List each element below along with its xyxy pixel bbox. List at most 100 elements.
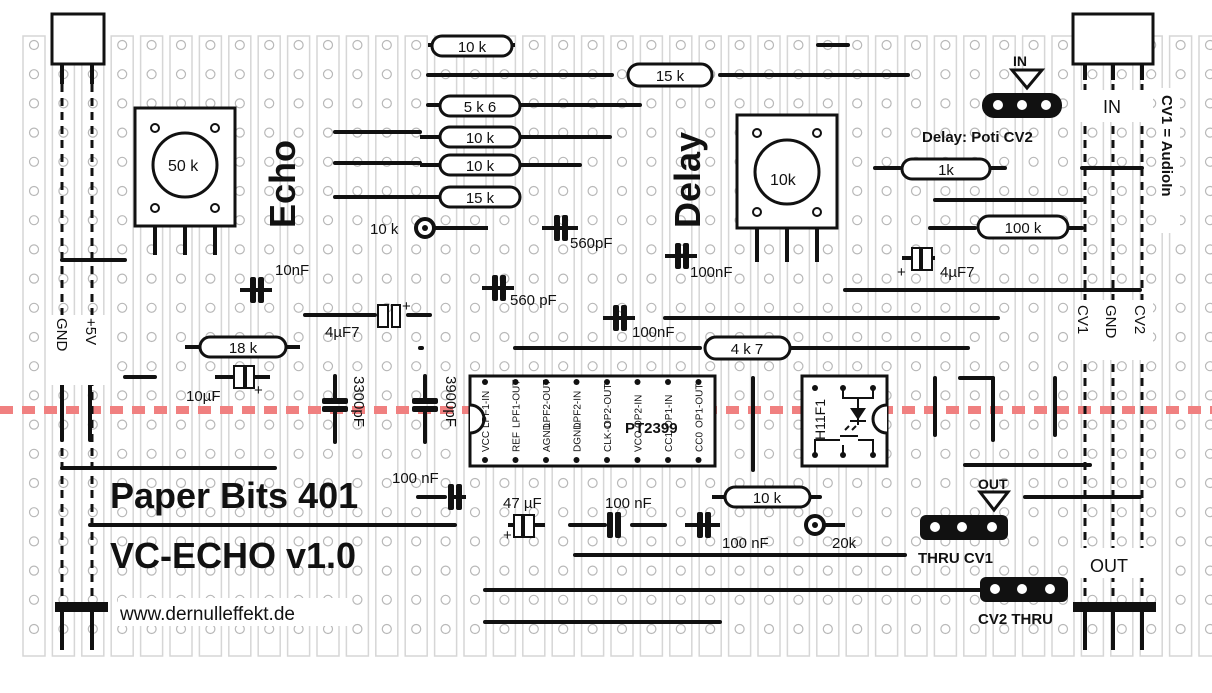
strip-hole (1116, 623, 1127, 635)
ic-pin-label: LPF2-OUT (542, 380, 553, 428)
cap-value: 47 µF (503, 495, 542, 512)
strip-hole (469, 594, 481, 605)
strip-hole (999, 361, 1010, 372)
ic-pin-label: LPF1-IN (481, 391, 492, 428)
strip-hole (1146, 477, 1157, 489)
strip-hole (440, 536, 451, 547)
copper-strip (345, 35, 370, 657)
electrolytic-capacitor: +4µF7 (897, 247, 975, 281)
strip-hole (734, 302, 745, 313)
capacitor: 100 nF (392, 470, 466, 510)
strip-hole (822, 302, 833, 313)
strip-hole (499, 594, 510, 605)
strip-hole (852, 156, 863, 167)
strip-hole (264, 507, 275, 518)
strip-hole (646, 39, 657, 51)
strip-hole (1204, 507, 1212, 518)
copper-strip (1021, 35, 1046, 657)
strip-hole (28, 565, 40, 576)
strip-hole (969, 39, 980, 51)
strip-hole (616, 361, 628, 372)
resistor-value: 10 k (466, 158, 495, 175)
strip-hole (763, 361, 775, 372)
strip-hole (705, 185, 716, 197)
strip-hole (646, 361, 657, 372)
strip-hole (469, 244, 481, 255)
strip-hole (205, 39, 216, 51)
strip-hole (322, 448, 334, 459)
strip-hole (1175, 477, 1186, 489)
strip-hole (293, 477, 304, 489)
strip-hole (822, 98, 833, 109)
strip-hole (822, 477, 833, 489)
strip-hole (558, 185, 569, 197)
capacitor: 100 nF (605, 495, 652, 538)
strip-hole (763, 98, 775, 109)
strip-hole (1028, 331, 1039, 343)
strip-hole (763, 507, 775, 518)
strip-hole (146, 273, 157, 284)
strip-hole (705, 565, 716, 576)
pot-echo-value: 50 k (168, 158, 199, 175)
strip-hole (587, 302, 598, 313)
cap-value: 4µF7 (325, 324, 360, 341)
strip-hole (1087, 390, 1098, 401)
strip-hole (940, 565, 951, 576)
strip-hole (381, 331, 392, 343)
strip-hole (175, 419, 187, 430)
strip-hole (969, 185, 980, 197)
strip-hole (28, 507, 40, 518)
strip-hole (469, 507, 481, 518)
strip-hole (1175, 39, 1186, 51)
strip-hole (558, 623, 569, 635)
strip-hole (440, 331, 451, 343)
cap-value: 3300pF (350, 376, 367, 427)
strip-hole (969, 127, 980, 138)
strip-hole (117, 477, 128, 489)
strip-hole (910, 215, 922, 226)
strip-hole (734, 273, 745, 284)
strip-hole (28, 536, 40, 547)
opto-fet-leads (814, 439, 874, 455)
strip-hole (616, 623, 628, 635)
strip-hole (293, 419, 304, 430)
strip-hole (910, 39, 922, 51)
strip-hole (1028, 507, 1039, 518)
strip-hole (675, 302, 686, 313)
strip-hole (646, 594, 657, 605)
strip-hole (117, 390, 128, 401)
strip-hole (852, 507, 863, 518)
strip-hole (411, 69, 422, 80)
strip-hole (293, 98, 304, 109)
strip-hole (969, 244, 980, 255)
pot-screw (752, 207, 762, 217)
strip-hole (763, 565, 775, 576)
strip-hole (264, 419, 275, 430)
strip-hole (528, 244, 539, 255)
strip-hole (969, 69, 980, 80)
strip-hole (793, 507, 804, 518)
strip-hole (205, 477, 216, 489)
strip-hole (940, 127, 951, 138)
strip-hole (852, 244, 863, 255)
strip-hole (352, 69, 363, 80)
strip-hole (352, 507, 363, 518)
ic-pin-label: DGND (573, 423, 584, 452)
strip-hole (881, 215, 892, 226)
jumper-hole (1017, 584, 1027, 594)
cap-value: 560pF (570, 235, 613, 252)
h11f1-optocoupler: H11F1 (800, 374, 889, 468)
strip-hole (381, 39, 392, 51)
strip-hole (910, 331, 922, 343)
strip-hole (852, 623, 863, 635)
strip-hole (322, 507, 334, 518)
strip-hole (587, 156, 598, 167)
strip-hole (616, 127, 628, 138)
strip-hole (910, 127, 922, 138)
strip-hole (999, 185, 1010, 197)
strip-hole (705, 98, 716, 109)
strip-hole (999, 477, 1010, 489)
strip-hole (352, 477, 363, 489)
strip-hole (322, 419, 334, 430)
strip-hole (1057, 331, 1069, 343)
